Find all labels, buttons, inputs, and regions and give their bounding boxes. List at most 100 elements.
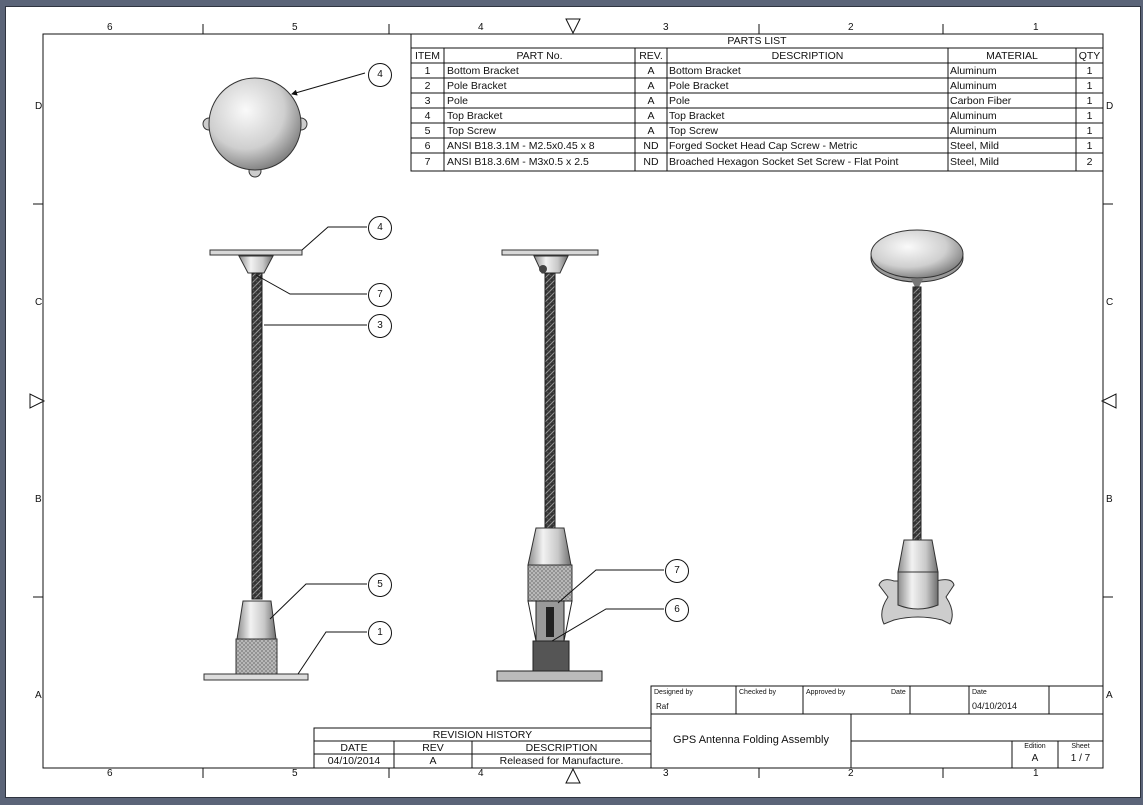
table-cell: Pole bbox=[669, 95, 691, 107]
table-cell: Top Screw bbox=[669, 125, 719, 137]
table-cell: 4 bbox=[424, 110, 431, 122]
top-view bbox=[202, 72, 366, 178]
table-cell: 1 bbox=[424, 65, 431, 77]
parts-header-part-no: PART No. bbox=[516, 50, 563, 62]
table-cell: Bottom Bracket bbox=[669, 65, 741, 77]
parts-header-qty: QTY bbox=[1078, 50, 1101, 62]
table-cell: A bbox=[647, 80, 655, 92]
zone-col-1-bottom: 1 bbox=[1033, 768, 1039, 779]
balloon-item-1-front: 1 bbox=[368, 621, 392, 645]
zone-col-5-top: 5 bbox=[292, 22, 298, 33]
parts-header-material: MATERIAL bbox=[986, 50, 1038, 62]
designed-by-label: Designed by bbox=[654, 689, 693, 696]
drawing-title: GPS Antenna Folding Assembly bbox=[673, 734, 829, 746]
parts-header-rev: REV. bbox=[639, 50, 663, 62]
balloon-item-7-side: 7 bbox=[665, 559, 689, 583]
drawing-linework bbox=[29, 18, 1117, 784]
table-cell: 1 bbox=[1086, 125, 1093, 137]
zone-row-c-right: C bbox=[1106, 297, 1114, 308]
zone-col-4-top: 4 bbox=[478, 22, 484, 33]
table-cell: A bbox=[647, 65, 655, 77]
balloon-item-4-front: 4 bbox=[368, 216, 392, 240]
zone-col-6-bottom: 6 bbox=[107, 768, 113, 779]
table-cell: A bbox=[647, 125, 655, 137]
drawing-sheet: 6 5 4 3 2 1 6 5 4 3 2 1 D C B A D C B A … bbox=[5, 6, 1141, 798]
edition-value: A bbox=[1031, 753, 1039, 764]
date-label: Date bbox=[972, 689, 987, 696]
table-cell: 1 bbox=[1086, 65, 1093, 77]
revision-history-title: REVISION HISTORY bbox=[432, 729, 533, 741]
zone-row-b-right: B bbox=[1106, 494, 1113, 505]
zone-col-6-top: 6 bbox=[107, 22, 113, 33]
table-cell: Pole Bracket bbox=[669, 80, 729, 92]
front-view bbox=[203, 226, 367, 681]
table-cell: 1 bbox=[1086, 110, 1093, 122]
table-cell: 1 bbox=[1086, 140, 1093, 152]
zone-col-3-top: 3 bbox=[663, 22, 669, 33]
zone-col-2-top: 2 bbox=[848, 22, 854, 33]
parts-header-description: DESCRIPTION bbox=[771, 50, 844, 62]
table-cell: Top Bracket bbox=[447, 110, 503, 122]
zone-row-d-right: D bbox=[1106, 101, 1114, 112]
zone-col-3-bottom: 3 bbox=[663, 768, 669, 779]
iso-view bbox=[870, 229, 964, 625]
table-cell: ND bbox=[643, 156, 659, 168]
table-cell: Steel, Mild bbox=[950, 140, 1000, 152]
table-cell: Aluminum bbox=[950, 125, 997, 137]
sheet-label: Sheet bbox=[1071, 743, 1090, 750]
table-cell: ANSI B18.3.1M - M2.5x0.45 x 8 bbox=[447, 140, 595, 152]
table-cell: Pole Bracket bbox=[447, 80, 507, 92]
zone-col-1-top: 1 bbox=[1033, 22, 1039, 33]
balloon-item-3-front: 3 bbox=[368, 314, 392, 338]
table-cell: 7 bbox=[424, 156, 431, 168]
revision-date: 04/10/2014 bbox=[327, 755, 381, 767]
table-cell: ANSI B18.3.6M - M3x0.5 x 2.5 bbox=[447, 156, 589, 168]
table-cell: 1 bbox=[1086, 80, 1093, 92]
date-label-approved: Date bbox=[891, 689, 906, 696]
revision-header-description: DESCRIPTION bbox=[525, 742, 598, 754]
balloon-item-7-front: 7 bbox=[368, 283, 392, 307]
table-cell: 5 bbox=[424, 125, 431, 137]
table-cell: Top Screw bbox=[447, 125, 497, 137]
table-cell: 2 bbox=[424, 80, 431, 92]
revision-header-date: DATE bbox=[340, 742, 368, 754]
table-cell: 3 bbox=[424, 95, 431, 107]
edition-label: Edition bbox=[1024, 743, 1046, 750]
zone-row-d-left: D bbox=[35, 101, 43, 112]
table-cell: Bottom Bracket bbox=[447, 65, 519, 77]
table-cell: Top Bracket bbox=[669, 110, 725, 122]
date-value: 04/10/2014 bbox=[972, 701, 1018, 711]
table-cell: Aluminum bbox=[950, 65, 997, 77]
table-cell: ND bbox=[643, 140, 659, 152]
zone-row-a-left: A bbox=[35, 690, 42, 701]
table-cell: A bbox=[647, 110, 655, 122]
balloon-item-6-side: 6 bbox=[665, 598, 689, 622]
balloon-item-5-front: 5 bbox=[368, 573, 392, 597]
zone-col-5-bottom: 5 bbox=[292, 768, 298, 779]
balloon-item-4-top-view: 4 bbox=[368, 63, 392, 87]
zone-col-2-bottom: 2 bbox=[848, 768, 854, 779]
table-cell: A bbox=[647, 95, 655, 107]
parts-list-title: PARTS LIST bbox=[727, 35, 787, 47]
side-view bbox=[496, 249, 664, 682]
table-cell: Aluminum bbox=[950, 80, 997, 92]
table-cell: Carbon Fiber bbox=[950, 95, 1012, 107]
table-cell: Aluminum bbox=[950, 110, 997, 122]
sheet-value: 1 / 7 bbox=[1070, 753, 1091, 764]
checked-by-label: Checked by bbox=[739, 689, 776, 696]
zone-row-b-left: B bbox=[35, 494, 42, 505]
table-cell: Forged Socket Head Cap Screw - Metric bbox=[669, 140, 858, 152]
revision-rev: A bbox=[429, 755, 437, 767]
parts-header-item: ITEM bbox=[414, 50, 441, 62]
zone-row-a-right: A bbox=[1106, 690, 1113, 701]
table-cell: Steel, Mild bbox=[950, 156, 1000, 168]
zone-col-4-bottom: 4 bbox=[478, 768, 484, 779]
zone-row-c-left: C bbox=[35, 297, 43, 308]
table-cell: Pole bbox=[447, 95, 469, 107]
table-cell: 6 bbox=[424, 140, 431, 152]
designed-by-value: Raf bbox=[656, 702, 669, 711]
table-cell: 1 bbox=[1086, 95, 1093, 107]
revision-description: Released for Manufacture. bbox=[499, 755, 624, 767]
table-cell: 2 bbox=[1086, 156, 1093, 168]
approved-by-label: Approved by bbox=[806, 689, 846, 696]
